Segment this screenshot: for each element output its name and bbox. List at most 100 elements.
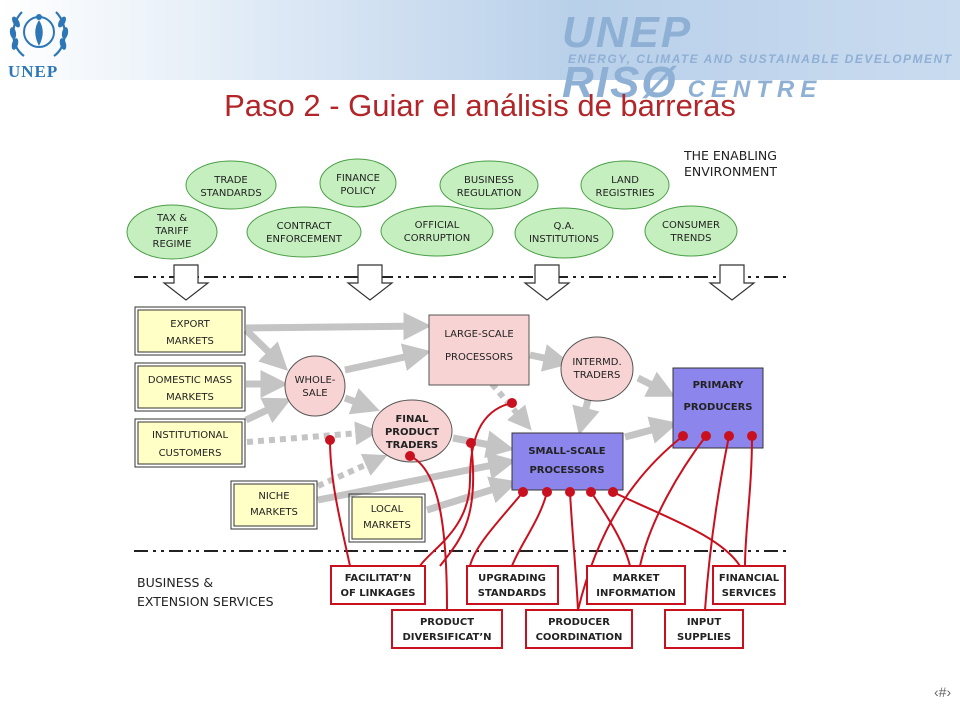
box-text: MARKETS: [250, 507, 298, 518]
ellipse-text: CONTRACT: [277, 221, 333, 232]
box-text: FACILITAT’N: [345, 573, 412, 584]
enabling-ellipse-land-registries: LAND REGISTRIES: [580, 160, 670, 210]
box-text: SERVICES: [722, 588, 777, 599]
market-box-local: LOCAL MARKETS: [348, 493, 426, 543]
box-text: SUPPLIES: [677, 632, 731, 643]
enabling-ellipse-finance-policy: FINANCE POLICY: [319, 158, 397, 208]
ellipse-text: Q.A.: [554, 221, 575, 232]
enabling-ellipse-trade-standards: TRADE STANDARDS: [185, 160, 277, 210]
ellipse-text: TARIFF: [154, 226, 189, 237]
enabling-ellipse-qa-institutions: Q.A. INSTITUTIONS: [514, 207, 614, 259]
node-final-product-traders: FINAL PRODUCT TRADERS: [371, 399, 453, 463]
box-text: MARKETS: [166, 336, 214, 347]
node-text: PROCESSORS: [445, 352, 513, 363]
box-text: STANDARDS: [478, 588, 547, 599]
node-text: SMALL-SCALE: [528, 446, 605, 457]
brand-title-centre: CENTRE: [687, 76, 823, 103]
box-text: MARKETS: [363, 520, 411, 531]
ellipse-text: TRENDS: [670, 233, 712, 244]
box-text: INPUT: [687, 617, 722, 628]
box-text: PRODUCT: [420, 617, 474, 628]
box-text: OF LINKAGES: [340, 588, 415, 599]
service-box-upgrading: UPGRADING STANDARDS: [466, 565, 559, 605]
box-text: DIVERSIFICAT’N: [402, 632, 491, 643]
box-text: MARKETS: [166, 392, 214, 403]
box-text: NICHE: [258, 491, 289, 502]
box-text: DOMESTIC MASS: [148, 375, 232, 386]
node-text: LARGE-SCALE: [444, 329, 513, 340]
node-text: PRIMARY: [693, 380, 745, 391]
enabling-ellipse-contract-enforcement: CONTRACT ENFORCEMENT: [246, 206, 362, 258]
ellipse-text: STANDARDS: [200, 188, 261, 199]
ellipse-text: REGULATION: [457, 188, 522, 199]
brand-subtitle: ENERGY, CLIMATE AND SUSTAINABLE DEVELOPM…: [568, 52, 953, 66]
box-text: MARKET: [613, 573, 660, 584]
ellipse-text: TAX &: [156, 213, 187, 224]
market-box-institutional: INSTITUTIONAL CUSTOMERS: [134, 418, 246, 468]
enabling-ellipse-consumer-trends: CONSUMER TRENDS: [644, 205, 738, 257]
header-band: [0, 0, 960, 80]
node-small-scale-processors: SMALL-SCALE PROCESSORS: [511, 432, 624, 491]
enabling-ellipse-business-regulation: BUSINESS REGULATION: [439, 160, 539, 210]
page-number: ‹#›: [934, 684, 952, 700]
business-label-2: EXTENSION SERVICES: [137, 594, 274, 609]
unep-logo-text: UNEP: [8, 62, 59, 81]
node-intermediate-traders: INTERMD. TRADERS: [560, 336, 634, 402]
node-wholesale: WHOLE- SALE: [284, 355, 346, 417]
business-label-1: BUSINESS &: [137, 575, 213, 590]
node-text: INTERMD.: [572, 357, 621, 368]
down-arrow-icon: [523, 264, 571, 301]
box-text: LOCAL: [371, 504, 404, 515]
box-text: INSTITUTIONAL: [152, 430, 229, 441]
box-text: CUSTOMERS: [159, 448, 222, 459]
node-large-scale-processors: LARGE-SCALE PROCESSORS: [428, 314, 530, 386]
ellipse-text: CORRUPTION: [404, 233, 471, 244]
unep-laurel-logo-icon: [9, 11, 69, 57]
box-text: FINANCIAL: [719, 573, 780, 584]
ellipse-text: OFFICIAL: [415, 220, 460, 231]
node-text: PROCESSORS: [529, 465, 604, 476]
ellipse-text: REGISTRIES: [596, 188, 655, 199]
market-box-export: EXPORT MARKETS: [134, 306, 246, 356]
node-text: SALE: [302, 388, 327, 399]
connector-dots: [325, 398, 757, 497]
down-arrow-icon: [708, 264, 756, 301]
enabling-env-label-1: THE ENABLING: [683, 148, 777, 163]
node-text: WHOLE-: [295, 375, 336, 386]
ellipse-text: CONSUMER: [662, 220, 720, 231]
box-text: COORDINATION: [536, 632, 623, 643]
service-box-market-info: MARKET INFORMATION: [586, 565, 686, 605]
ellipse-text: FINANCE: [336, 173, 380, 184]
market-box-niche: NICHE MARKETS: [230, 480, 318, 530]
box-text: INFORMATION: [596, 588, 675, 599]
ellipse-text: LAND: [611, 175, 639, 186]
node-text: TRADERS: [386, 440, 438, 451]
enabling-ellipse-official-corruption: OFFICIAL CORRUPTION: [380, 205, 494, 257]
service-box-product-diversification: PRODUCT DIVERSIFICAT’N: [391, 609, 503, 649]
slide-title: Paso 2 - Guiar el análisis de barreras: [224, 88, 736, 123]
enabling-env-label-2: ENVIRONMENT: [684, 164, 777, 179]
ellipse-text: ENFORCEMENT: [266, 234, 343, 245]
service-box-financial: FINANCIAL SERVICES: [712, 565, 786, 605]
down-arrow-icon: [346, 264, 394, 301]
node-text: PRODUCERS: [683, 402, 752, 413]
node-text: FINAL: [395, 414, 429, 425]
box-text: PRODUCER: [548, 617, 610, 628]
box-text: EXPORT: [170, 319, 210, 330]
node-text: PRODUCT: [385, 427, 439, 438]
down-arrow-icon: [162, 264, 210, 301]
node-text: TRADERS: [573, 370, 621, 381]
ellipse-text: INSTITUTIONS: [529, 234, 599, 245]
ellipse-text: TRADE: [213, 175, 248, 186]
ellipse-text: BUSINESS: [464, 175, 514, 186]
service-box-facilitation: FACILITAT’N OF LINKAGES: [330, 565, 426, 605]
brand-title-main: UNEP RISØ: [562, 8, 691, 107]
ellipse-text: POLICY: [340, 186, 376, 197]
enabling-ellipse-tax-tariff: TAX & TARIFF REGIME: [126, 204, 218, 260]
service-box-producer-coordination: PRODUCER COORDINATION: [525, 609, 633, 649]
box-text: UPGRADING: [478, 573, 546, 584]
market-box-domestic: DOMESTIC MASS MARKETS: [134, 362, 246, 412]
ellipse-text: REGIME: [153, 239, 192, 250]
